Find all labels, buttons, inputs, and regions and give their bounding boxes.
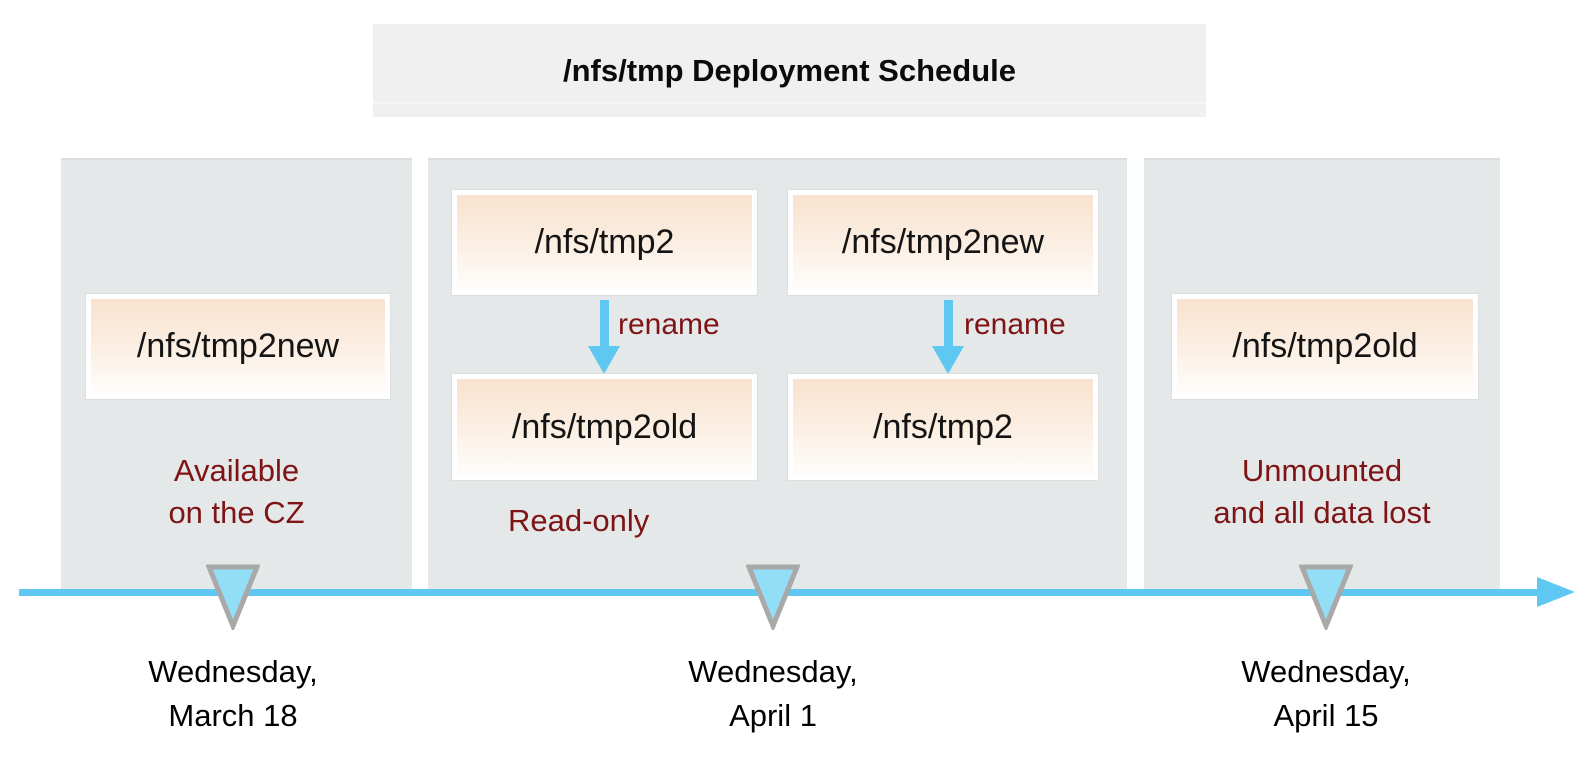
filesystem-label: /nfs/tmp2old bbox=[511, 407, 698, 446]
rename-action-label: rename bbox=[618, 308, 720, 341]
marker-triangle-icon bbox=[205, 564, 261, 633]
timeline-date: Wednesday, March 18 bbox=[73, 650, 393, 738]
stage-note-line: Unmounted bbox=[1241, 453, 1403, 488]
title-box: /nfs/tmp Deployment Schedule bbox=[373, 24, 1206, 117]
timeline-arrowhead-icon bbox=[1537, 577, 1575, 607]
stage-panel-april-1: /nfs/tmp2 /nfs/tmp2new rename rename /nf… bbox=[428, 158, 1127, 592]
date-line: April 15 bbox=[1273, 698, 1379, 733]
filesystem-label: /nfs/tmp2new bbox=[136, 327, 340, 365]
page-title: /nfs/tmp Deployment Schedule bbox=[562, 52, 1016, 88]
stage-note: Unmounted and all data lost bbox=[1144, 450, 1500, 534]
filesystem-label: /nfs/tmp2 bbox=[534, 223, 675, 261]
timeline-marker-icon bbox=[745, 564, 801, 633]
stage-panel-march-18: /nfs/tmp2new Available on the CZ bbox=[61, 158, 412, 592]
arrow-head bbox=[588, 346, 620, 374]
arrow-stem bbox=[943, 300, 953, 346]
timeline-date: Wednesday, April 15 bbox=[1166, 650, 1486, 738]
filesystem-box: /nfs/tmp2old bbox=[1171, 293, 1479, 400]
date-line: Wednesday, bbox=[1241, 654, 1411, 689]
arrow-stem bbox=[599, 300, 609, 346]
filesystem-box: /nfs/tmp2old bbox=[451, 373, 758, 481]
timeline-date: Wednesday, April 1 bbox=[613, 650, 933, 738]
filesystem-box: /nfs/tmp2 bbox=[787, 373, 1099, 481]
arrow-head bbox=[932, 346, 964, 374]
filesystem-label: /nfs/tmp2old bbox=[1232, 327, 1418, 365]
date-line: April 1 bbox=[729, 698, 817, 733]
rename-arrow-down-icon bbox=[588, 300, 620, 374]
stage-note-line: on the CZ bbox=[168, 495, 305, 530]
timeline-marker-icon bbox=[1298, 564, 1354, 633]
title-box-seam bbox=[373, 102, 1206, 104]
date-line: Wednesday, bbox=[688, 654, 858, 689]
stage-panel-april-15: /nfs/tmp2old Unmounted and all data lost bbox=[1144, 158, 1500, 592]
date-line: March 18 bbox=[168, 698, 298, 733]
date-line: Wednesday, bbox=[148, 654, 318, 689]
stage-note-line: Available bbox=[173, 453, 300, 488]
filesystem-box: /nfs/tmp2new bbox=[787, 189, 1099, 296]
stage-note: Read-only bbox=[508, 503, 650, 538]
filesystem-label: /nfs/tmp2new bbox=[841, 223, 1045, 261]
marker-triangle-icon bbox=[1298, 564, 1354, 633]
rename-arrow-down-icon bbox=[932, 300, 964, 374]
stage-note-line: and all data lost bbox=[1213, 495, 1431, 530]
timeline-marker-icon bbox=[205, 564, 261, 633]
stage-note: Available on the CZ bbox=[61, 450, 412, 534]
rename-action-label: rename bbox=[964, 308, 1066, 341]
filesystem-box: /nfs/tmp2 bbox=[451, 189, 758, 296]
filesystem-box: /nfs/tmp2new bbox=[85, 293, 391, 400]
marker-triangle-icon bbox=[745, 564, 801, 633]
filesystem-label: /nfs/tmp2 bbox=[873, 407, 1013, 446]
